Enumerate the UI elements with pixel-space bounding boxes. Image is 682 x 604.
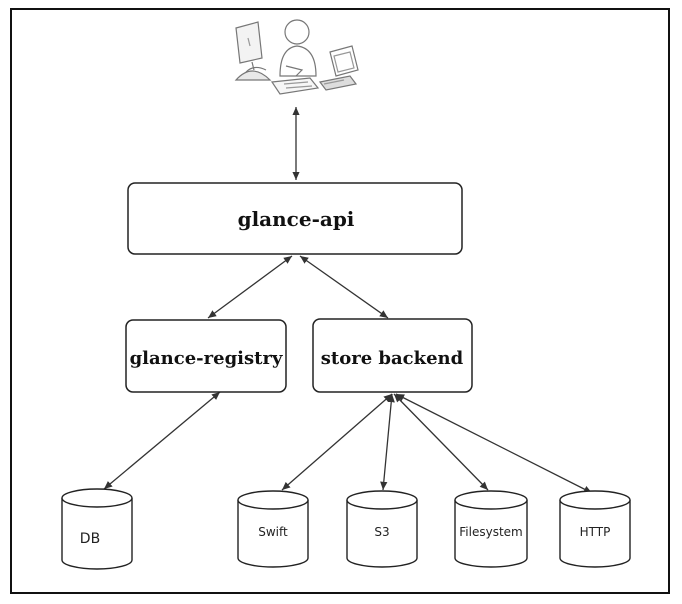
desktop-computer-icon [234,21,272,81]
person-icon [270,19,320,95]
connectors [103,107,593,494]
swift-label: Swift [258,525,288,539]
store-s3-connector [380,393,395,491]
glance-registry-label: glance-registry [130,348,283,369]
store-backend-node: store backend [312,318,473,393]
store-backend-label: store backend [321,348,464,369]
swift-datastore: Swift [237,490,309,568]
api-store-connector [299,255,389,319]
registry-db-connector [103,391,221,490]
filesystem-datastore: Filesystem [454,490,528,568]
filesystem-label: Filesystem [459,525,522,539]
api-registry-connector [207,255,293,319]
db-label: DB [80,531,100,547]
store-http-connector [395,393,593,494]
tablet-icon [318,45,359,91]
s3-label: S3 [374,525,389,539]
s3-datastore: S3 [346,490,418,568]
glance-api-label: glance-api [238,207,355,231]
glance-registry-node: glance-registry [125,319,287,393]
users-illustration [234,19,359,95]
store-swift-connector [281,393,393,491]
http-datastore: HTTP [559,490,631,568]
db-datastore: DB [61,488,133,570]
glance-api-node: glance-api [127,182,463,255]
http-label: HTTP [580,525,611,539]
store-filesystem-connector [393,393,489,491]
